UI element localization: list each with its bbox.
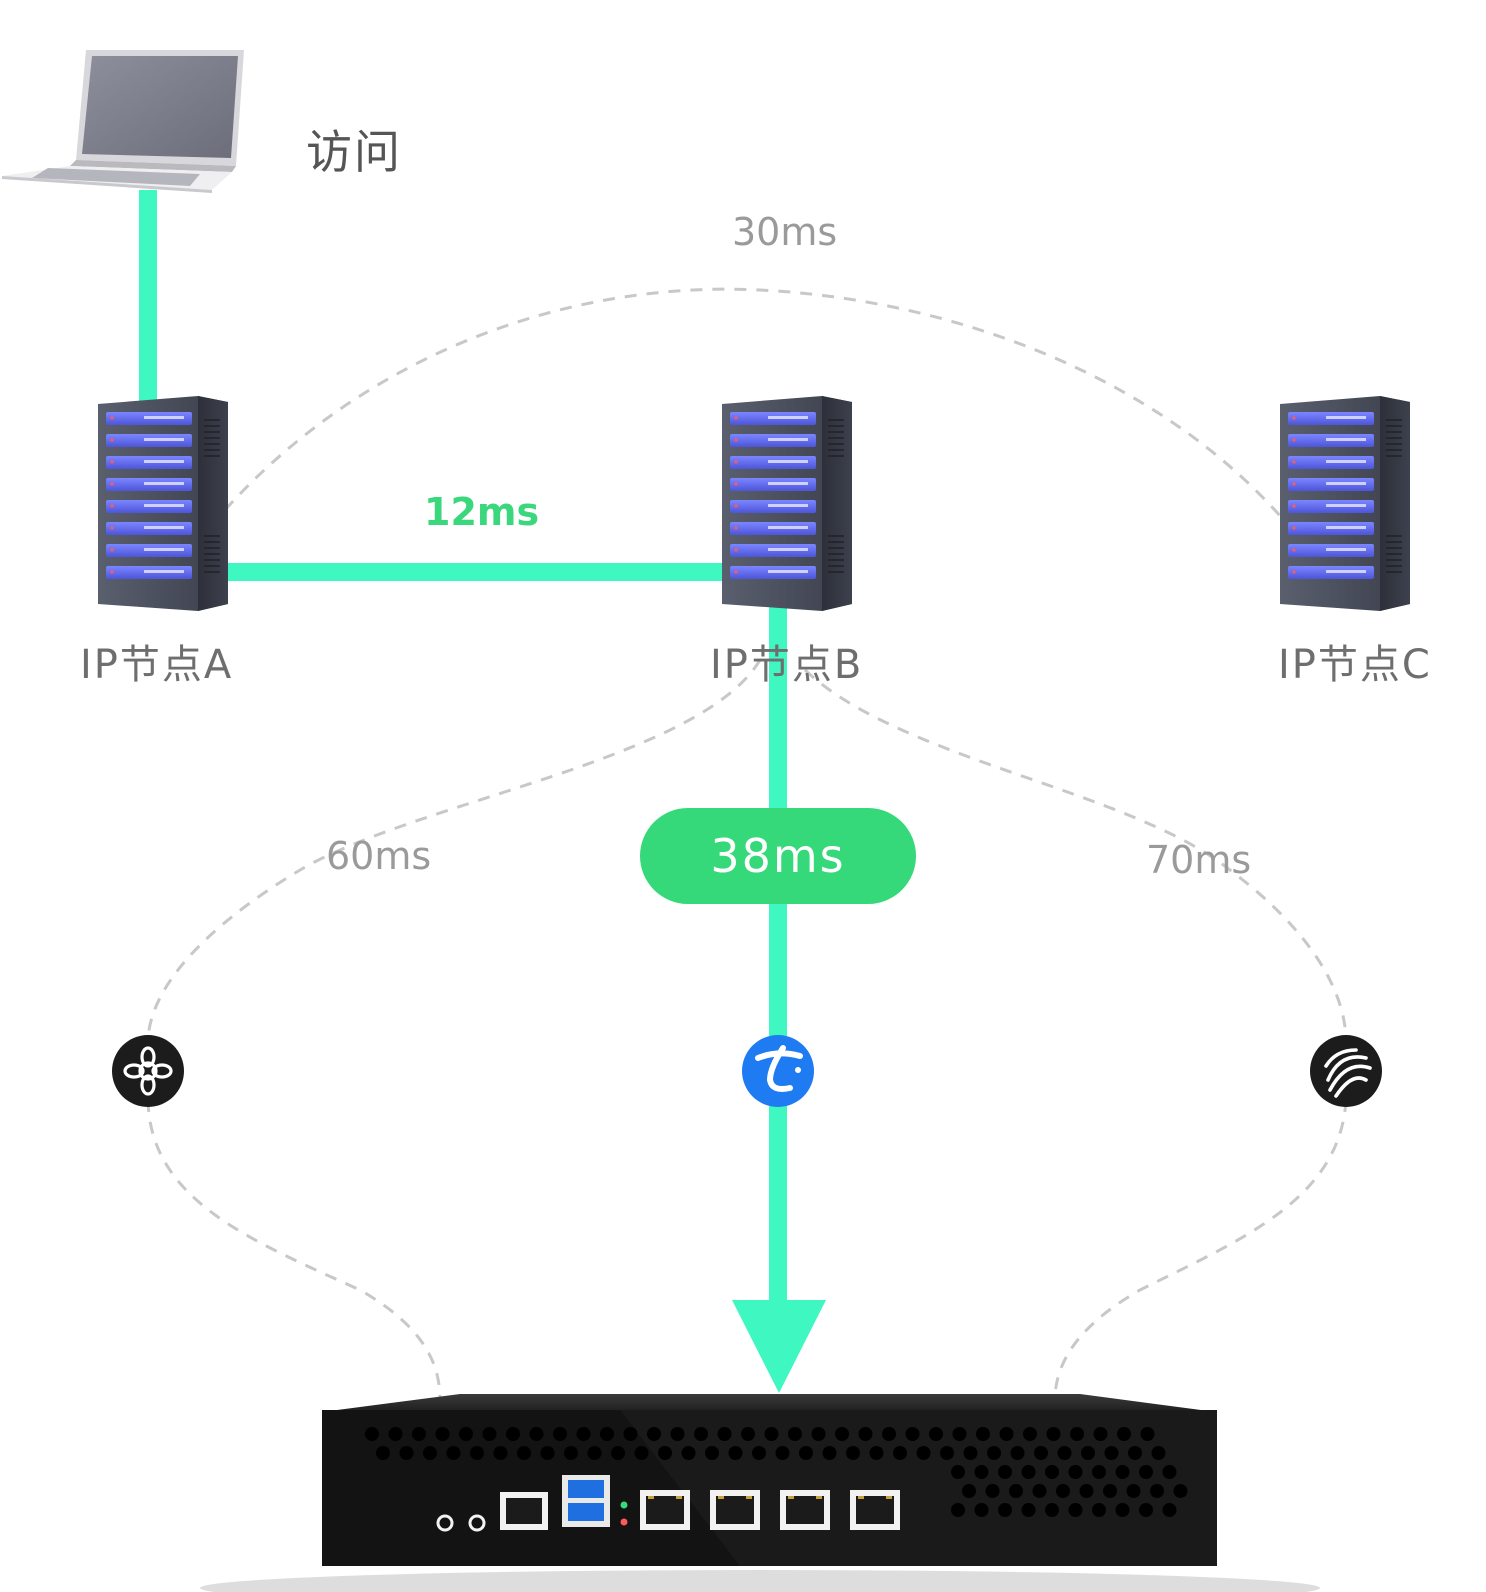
- access-label: 访问: [306, 125, 402, 179]
- route-unicom-to-router: [146, 1099, 442, 1401]
- route-b-to-mobile: [803, 668, 1348, 1041]
- arrow-head: [732, 1300, 826, 1393]
- latency-b-to-unicom: 60ms: [326, 834, 432, 878]
- route-mobile-to-router: [1053, 1099, 1348, 1401]
- latency-a-to-c: 30ms: [732, 210, 838, 254]
- node-c-label: IP节点C: [1278, 642, 1432, 688]
- latency-b-to-mobile: 70ms: [1146, 838, 1252, 882]
- server-a-icon: [98, 396, 228, 611]
- latency-a-to-b: 12ms: [424, 490, 540, 534]
- active-path: [139, 190, 826, 1393]
- link-b-to-router: [769, 603, 787, 1303]
- node-a-label: IP节点A: [80, 642, 234, 688]
- server-b-icon: [722, 396, 852, 611]
- router-device-icon: [200, 1394, 1320, 1592]
- server-c-icon: [1280, 396, 1410, 611]
- link-laptop-to-a: [139, 190, 157, 402]
- node-b-label: IP节点B: [710, 642, 864, 688]
- dashed-routes: [146, 287, 1348, 1401]
- link-a-to-b: [226, 563, 726, 581]
- china-telecom-icon: [742, 1035, 814, 1107]
- latency-b-to-router-pill: 38ms: [640, 808, 916, 904]
- route-b-to-unicom: [146, 659, 762, 1041]
- laptop-icon: [2, 50, 244, 193]
- china-unicom-icon: [112, 1035, 184, 1107]
- route-a-to-c: [223, 287, 1284, 519]
- china-mobile-icon: [1310, 1035, 1382, 1107]
